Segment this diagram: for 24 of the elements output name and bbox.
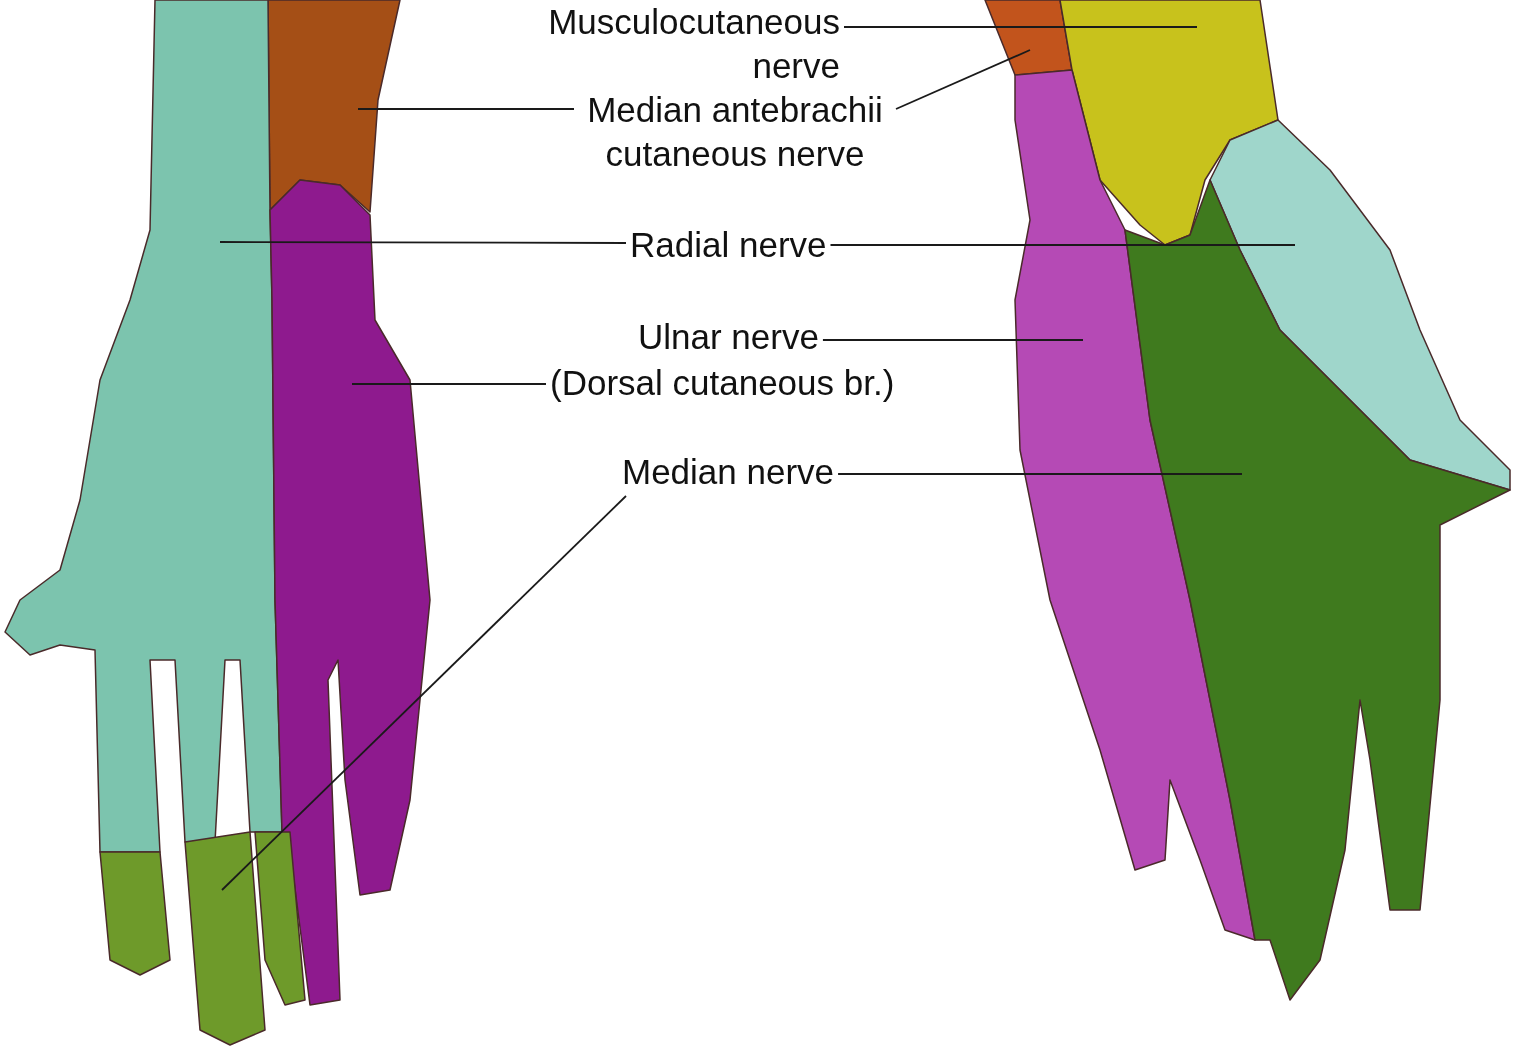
- leader-line: [822, 339, 1084, 341]
- nerve-label: Ulnar nerve: [638, 315, 819, 359]
- forearm-region: [1059, 0, 1279, 246]
- forearm-region: [267, 0, 401, 213]
- palm-region: [1209, 119, 1511, 491]
- leader-line: [351, 383, 547, 385]
- forearm-region: [984, 0, 1073, 76]
- fingertip-region: [99, 831, 306, 1046]
- nerve-label: Radial nerve: [630, 223, 827, 267]
- leader-line: [895, 49, 1031, 110]
- leader-line: [837, 473, 1243, 475]
- leader-line: [357, 108, 575, 110]
- palm-region: [1124, 179, 1511, 1001]
- leader-line: [829, 244, 1296, 246]
- nerve-label: (Dorsal cutaneous br.): [550, 361, 895, 405]
- leader-line: [219, 241, 627, 244]
- palm-region: [1014, 69, 1256, 941]
- leader-line: [221, 495, 627, 891]
- hand-back-region: [4, 0, 283, 853]
- nerve-label: Median antebrachii cutaneous nerve: [578, 88, 892, 176]
- nerve-label: Musculocutaneous nerve: [530, 0, 840, 88]
- hand-back-region: [269, 179, 431, 1006]
- leader-line: [843, 26, 1198, 28]
- nerve-label: Median nerve: [622, 450, 835, 494]
